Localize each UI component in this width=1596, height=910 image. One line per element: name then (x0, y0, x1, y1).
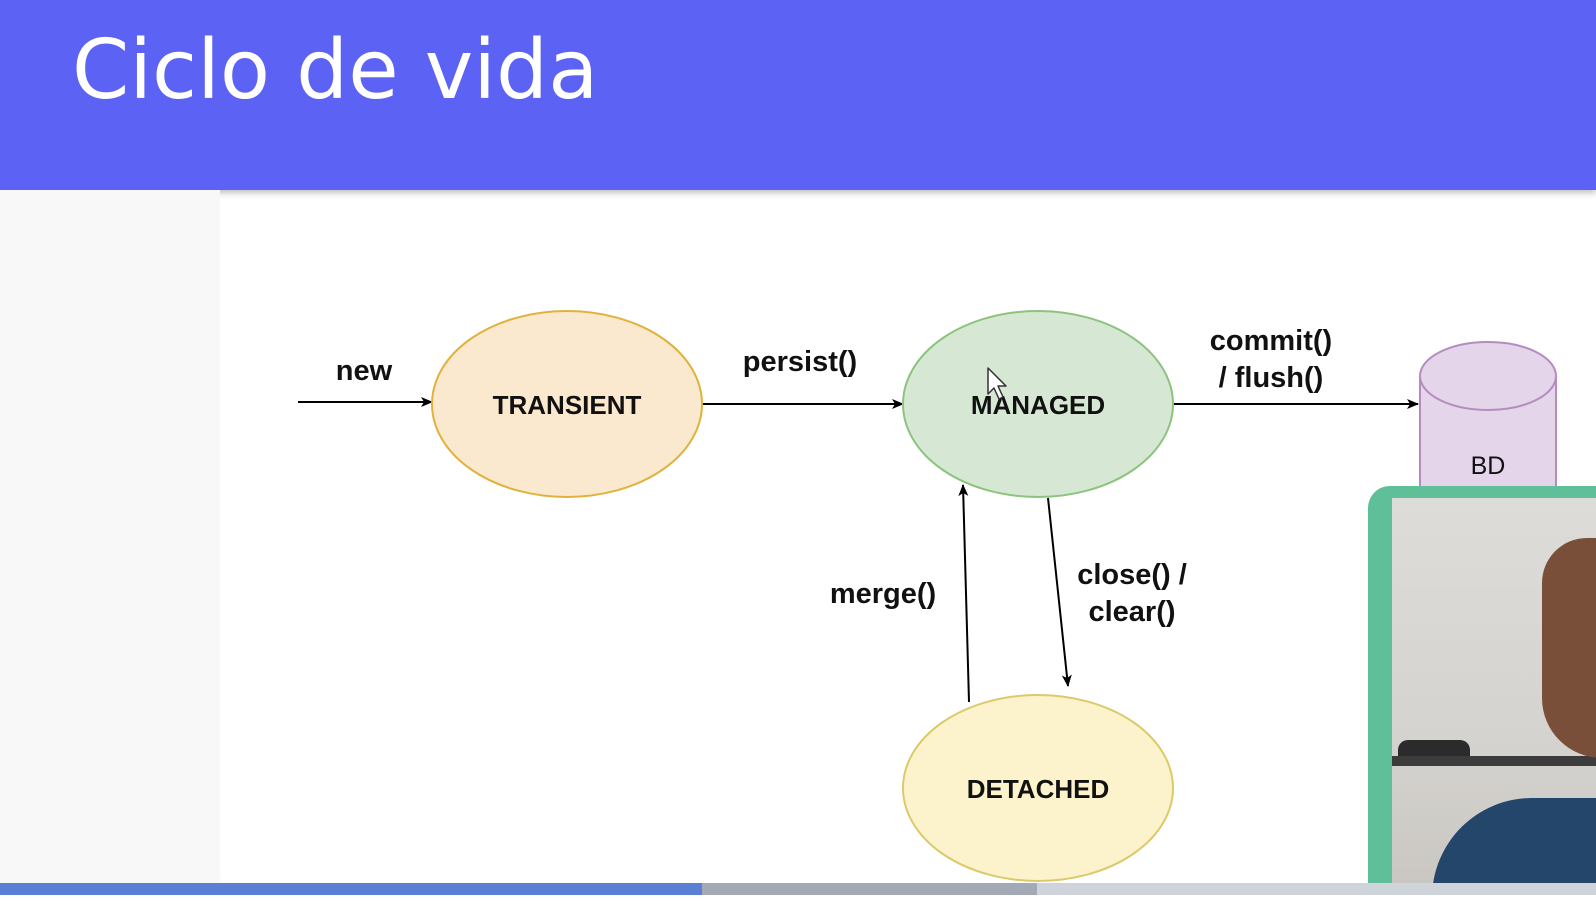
close-label-line2: clear() (1088, 596, 1175, 628)
webcam-background-shelf (1392, 756, 1596, 766)
slide-title: Ciclo de vida (72, 23, 599, 118)
webcam-presenter-head (1542, 538, 1596, 758)
transient-state (431, 310, 703, 498)
merge-arrow (958, 484, 970, 703)
database-cylinder: BD (1419, 341, 1557, 521)
webcam-overlay (1368, 486, 1596, 896)
commit-label-line2: / flush() (1219, 362, 1324, 394)
transient-label: TRANSIENT (493, 390, 642, 420)
detached-label: DETACHED (967, 774, 1110, 804)
video-progress-bar[interactable] (0, 883, 1596, 895)
managed-label: MANAGED (971, 390, 1105, 420)
managed-state (902, 310, 1174, 498)
close-label-line1: close() / (1077, 559, 1187, 591)
commit-label-line1: commit() (1210, 325, 1332, 357)
new-label: new (336, 355, 393, 387)
close-arrow (1047, 497, 1072, 687)
database-label: BD (1471, 452, 1506, 480)
mouse-cursor-icon (987, 367, 1007, 400)
webcam-video (1392, 498, 1596, 896)
merge-label: merge() (830, 578, 936, 610)
webcam-presenter-body (1432, 798, 1596, 896)
persist-label: persist() (743, 346, 857, 378)
video-played-range (0, 883, 703, 895)
database-top (1419, 341, 1557, 411)
slide-header: Ciclo de vida (0, 0, 1596, 190)
left-margin-panel (0, 190, 220, 895)
detached-state (902, 694, 1174, 882)
bottom-edge (0, 895, 1596, 910)
